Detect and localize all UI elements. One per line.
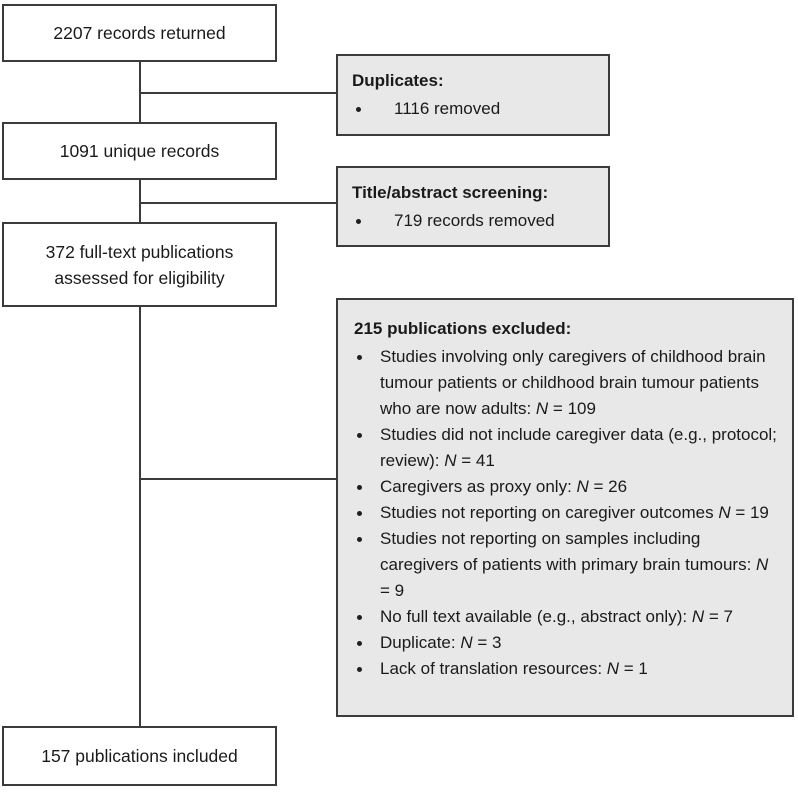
publications-included-box: 157 publications included: [2, 726, 277, 786]
list-item-text: Caregivers as proxy only: N = 26: [380, 477, 628, 496]
duplicates-title: Duplicates:: [352, 71, 444, 90]
list-item: Studies not reporting on samples includi…: [354, 526, 780, 604]
bullet-icon: [357, 537, 362, 542]
list-item: Caregivers as proxy only: N = 26: [354, 474, 780, 500]
list-item-text: 719 records removed: [394, 211, 555, 230]
unique-records-box: 1091 unique records: [2, 122, 277, 180]
publications-excluded-title: 215 publications excluded:: [354, 319, 572, 338]
connector-to-excluded-box: [141, 478, 336, 480]
bullet-icon: [357, 355, 362, 360]
list-item-text: Lack of translation resources: N = 1: [380, 659, 648, 678]
list-item-text: Duplicate: N = 3: [380, 633, 502, 652]
connector-vertical-main: [139, 62, 141, 726]
publications-excluded-list: Studies involving only caregivers of chi…: [354, 344, 780, 682]
fulltext-assessed-label: 372 full-text publications assessed for …: [45, 241, 234, 288]
duplicates-list: 1116 removed: [352, 96, 596, 122]
publications-included-label: 157 publications included: [41, 746, 238, 766]
title-abstract-screening-list: 719 records removed: [352, 208, 596, 234]
list-item: Studies involving only caregivers of chi…: [354, 344, 780, 422]
bullet-icon: [357, 511, 362, 516]
unique-records-label: 1091 unique records: [59, 141, 220, 161]
bullet-icon: [357, 615, 362, 620]
title-abstract-screening-title: Title/abstract screening:: [352, 183, 549, 202]
list-item: Duplicate: N = 3: [354, 630, 780, 656]
list-item-text: Studies not reporting on samples includi…: [380, 529, 769, 600]
list-item: Studies did not include caregiver data (…: [354, 422, 780, 474]
bullet-icon: [357, 433, 362, 438]
connector-to-screening-box: [141, 202, 336, 204]
bullet-icon: [357, 667, 362, 672]
bullet-icon: [356, 107, 361, 112]
bullet-icon: [356, 219, 361, 224]
publications-excluded-box: 215 publications excluded: Studies invol…: [336, 298, 794, 717]
list-item-text: Studies not reporting on caregiver outco…: [380, 503, 769, 522]
connector-to-duplicates-box: [141, 92, 336, 94]
records-returned-label: 2207 records returned: [53, 23, 226, 43]
duplicates-box: Duplicates: 1116 removed: [336, 54, 610, 136]
list-item: Lack of translation resources: N = 1: [354, 656, 780, 682]
list-item: No full text available (e.g., abstract o…: [354, 604, 780, 630]
list-item-text: No full text available (e.g., abstract o…: [380, 607, 733, 626]
fulltext-assessed-box: 372 full-text publications assessed for …: [2, 222, 277, 307]
list-item: 1116 removed: [352, 96, 596, 122]
bullet-icon: [357, 641, 362, 646]
list-item-text: Studies involving only caregivers of chi…: [380, 347, 766, 418]
list-item-text: 1116 removed: [394, 99, 501, 118]
list-item: 719 records removed: [352, 208, 596, 234]
records-returned-box: 2207 records returned: [2, 4, 277, 62]
list-item: Studies not reporting on caregiver outco…: [354, 500, 780, 526]
bullet-icon: [357, 485, 362, 490]
title-abstract-screening-box: Title/abstract screening: 719 records re…: [336, 166, 610, 247]
list-item-text: Studies did not include caregiver data (…: [380, 425, 777, 470]
